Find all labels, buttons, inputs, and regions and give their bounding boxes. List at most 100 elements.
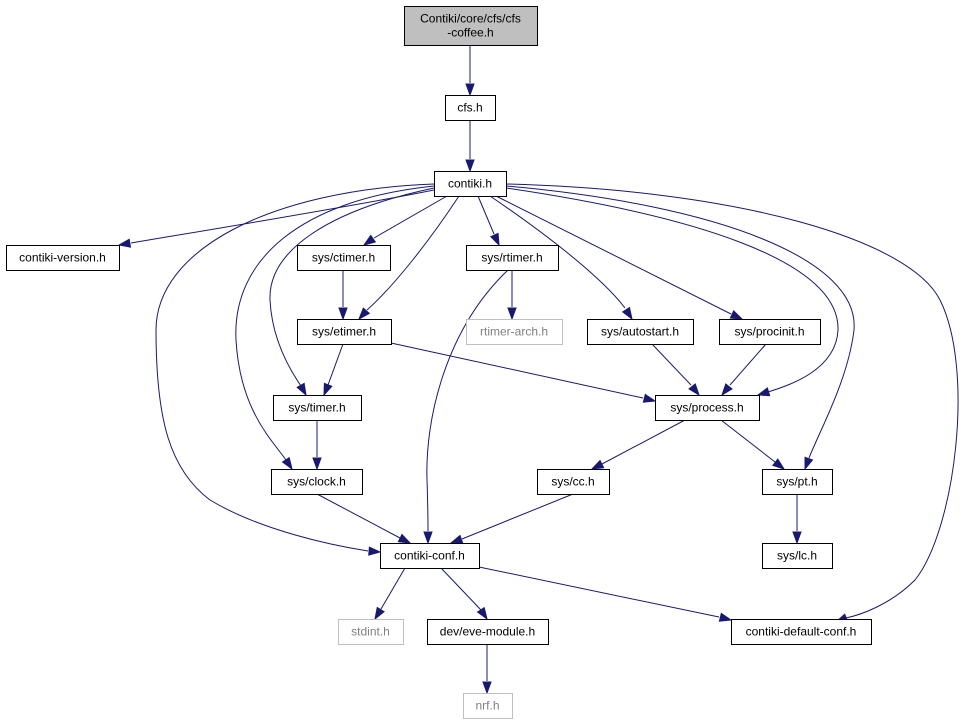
node-label: sys/clock.h xyxy=(287,475,346,489)
node-procinit[interactable]: sys/procinit.h xyxy=(719,319,821,345)
node-box xyxy=(463,693,513,719)
edge-line xyxy=(477,195,495,235)
edge-conf-to-stdint xyxy=(374,567,406,621)
edge-line xyxy=(440,567,482,611)
edge-arrowhead xyxy=(621,306,633,321)
node-label: sys/timer.h xyxy=(288,401,345,415)
node-conf[interactable]: contiki-conf.h xyxy=(380,543,480,569)
node-box xyxy=(587,319,694,345)
edge-arrowhead xyxy=(590,459,605,470)
edge-process-to-pt xyxy=(720,419,786,470)
node-nrf: nrf.h xyxy=(463,693,513,719)
edge-line xyxy=(651,343,692,386)
node-cfs[interactable]: cfs.h xyxy=(445,95,496,121)
nodes-layer: Contiki/core/cfs/cfs-coffee.h cfs.h contik… xyxy=(6,6,872,719)
edge-line xyxy=(373,195,448,239)
node-label: cfs.h xyxy=(457,101,482,115)
node-pt[interactable]: sys/pt.h xyxy=(762,469,833,495)
edge-ctimer-to-etimer xyxy=(338,270,348,321)
edge-arrowhead xyxy=(772,458,786,470)
node-timer[interactable]: sys/timer.h xyxy=(273,395,362,421)
edge-line xyxy=(155,183,435,552)
node-box xyxy=(297,245,391,271)
edge-etimer-to-timer xyxy=(323,343,344,397)
edge-line xyxy=(461,493,574,540)
node-contiki[interactable]: contiki.h xyxy=(434,171,507,197)
edge-arrowhead xyxy=(312,457,322,471)
edges-layer xyxy=(117,45,959,695)
edge-contiki-to-procinit xyxy=(495,195,744,320)
node-ctimer[interactable]: sys/ctimer.h xyxy=(297,245,391,271)
edge-arrowhead xyxy=(721,383,733,397)
node-label: sys/process.h xyxy=(670,401,743,415)
node-autostart[interactable]: sys/autostart.h xyxy=(587,319,694,345)
node-defconf[interactable]: contiki-default-conf.h xyxy=(731,619,872,645)
node-label: sys/cc.h xyxy=(551,475,594,489)
node-box xyxy=(427,619,549,645)
edge-arrowhead xyxy=(465,159,475,173)
node-cc[interactable]: sys/cc.h xyxy=(537,469,610,495)
edge-line xyxy=(327,343,344,386)
edge-line xyxy=(426,269,509,532)
node-box xyxy=(380,543,480,569)
node-label: sys/procinit.h xyxy=(734,325,804,339)
edge-clock-to-conf xyxy=(316,493,412,544)
node-version[interactable]: contiki-version.h xyxy=(6,245,120,271)
edge-contiki-to-pt xyxy=(505,185,855,471)
edge-conf-to-defconf xyxy=(478,566,733,622)
edge-arrowhead xyxy=(476,606,488,621)
node-lc[interactable]: sys/lc.h xyxy=(762,543,833,569)
node-box xyxy=(655,395,760,421)
node-eve[interactable]: dev/eve-module.h xyxy=(427,619,549,645)
node-etimer[interactable]: sys/etimer.h xyxy=(297,319,392,345)
edge-arrowhead xyxy=(296,382,307,397)
edge-autostart-to-process xyxy=(651,343,700,397)
node-label: sys/autostart.h xyxy=(601,325,679,339)
edge-line xyxy=(601,419,686,465)
edge-line xyxy=(720,419,776,463)
node-label: contiki-version.h xyxy=(19,251,106,265)
edge-timer-to-clock xyxy=(312,420,322,471)
edge-line xyxy=(478,566,720,618)
node-rtimer[interactable]: sys/rtimer.h xyxy=(466,245,559,271)
node-label: rtimer-arch.h xyxy=(480,325,548,339)
edge-arrowhead xyxy=(358,307,371,321)
node-box xyxy=(762,469,833,495)
edge-line xyxy=(729,343,767,386)
node-process[interactable]: sys/process.h xyxy=(655,395,760,421)
edge-arrowhead xyxy=(489,232,500,247)
edge-contiki-to-clock xyxy=(235,185,435,471)
edge-arrowhead xyxy=(507,307,517,321)
node-label: contiki-conf.h xyxy=(394,549,465,563)
edge-line xyxy=(505,187,839,393)
edge-arrowhead xyxy=(729,309,744,320)
node-box xyxy=(445,95,496,121)
node-label: sys/etimer.h xyxy=(312,325,376,339)
edge-contiki-to-autostart xyxy=(489,195,633,321)
edge-pt-to-lc xyxy=(792,494,802,545)
edge-arrowhead xyxy=(482,681,492,695)
node-box xyxy=(338,619,404,645)
node-clock[interactable]: sys/clock.h xyxy=(271,469,363,495)
edge-line xyxy=(366,195,460,311)
edge-arrowhead xyxy=(338,307,348,321)
node-label: contiki-default-conf.h xyxy=(746,625,857,639)
edge-arrowhead xyxy=(792,531,802,545)
node-root[interactable]: Contiki/core/cfs/cfs-coffee.h xyxy=(404,6,538,46)
edge-arrowhead xyxy=(117,238,132,248)
node-box xyxy=(434,171,507,197)
node-label: nrf.h xyxy=(475,699,499,713)
edge-contiki-to-process xyxy=(505,187,839,397)
edge-etimer-to-process xyxy=(390,342,657,403)
edge-process-to-cc xyxy=(590,419,686,470)
node-label: -coffee.h xyxy=(447,26,493,40)
edge-arrowhead xyxy=(397,533,412,544)
edge-contiki-to-etimer xyxy=(358,195,460,321)
edge-arrowhead xyxy=(423,531,433,545)
node-box xyxy=(404,6,538,46)
edge-arrowhead xyxy=(465,83,475,97)
edge-arrowhead xyxy=(281,456,293,471)
edge-line xyxy=(489,195,626,309)
edge-arrowhead xyxy=(323,382,333,397)
